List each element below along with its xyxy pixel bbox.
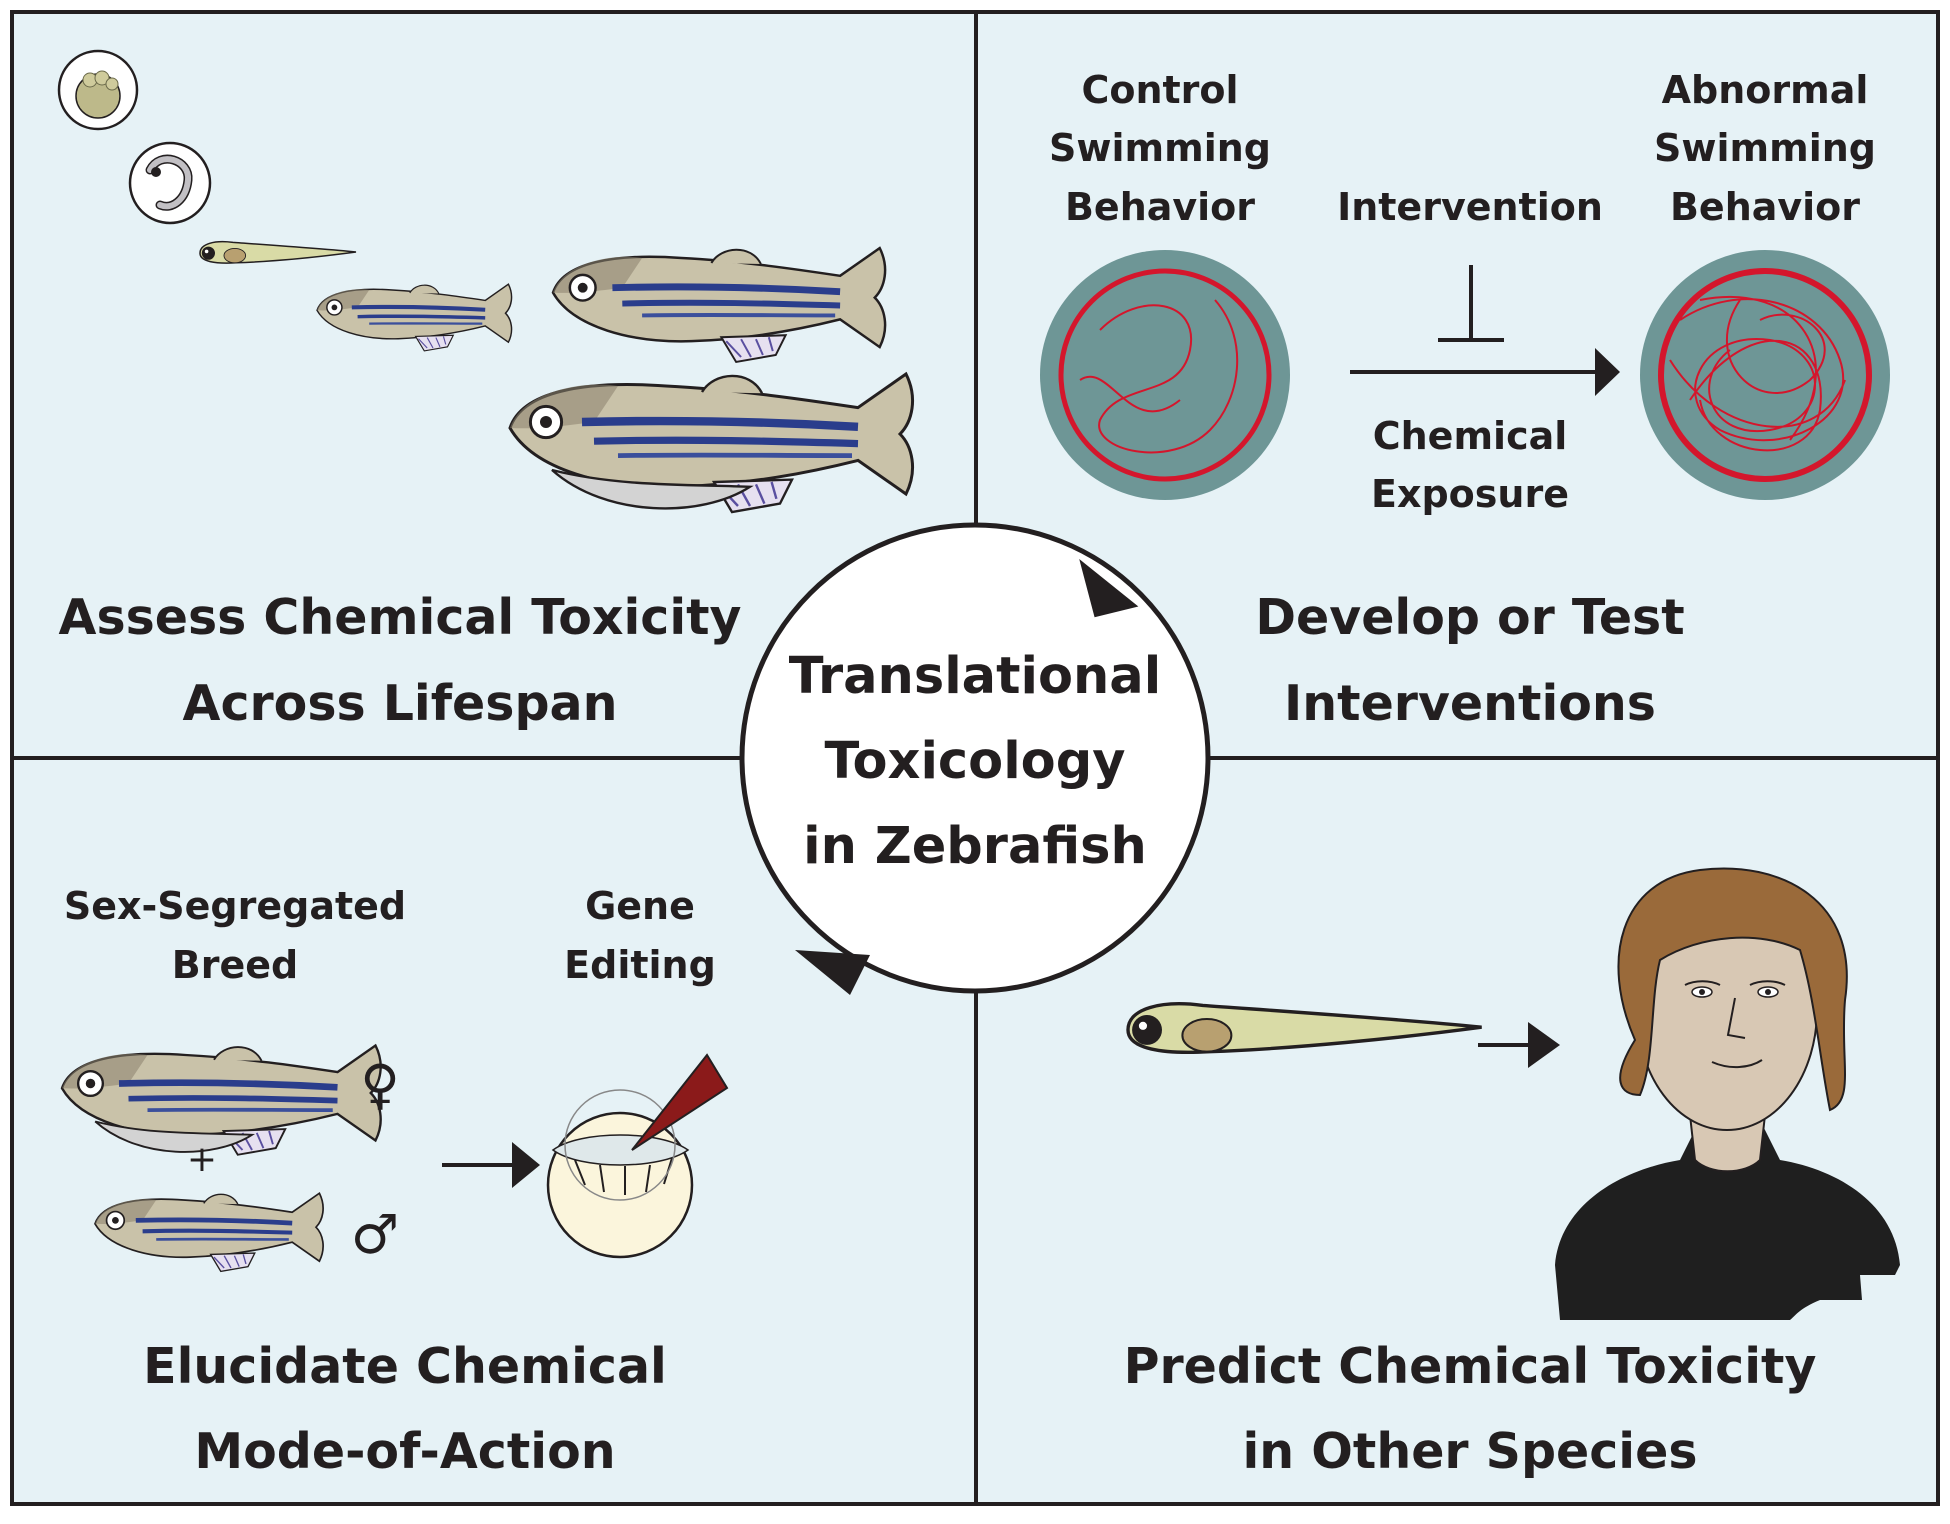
control-dish [1040,250,1290,500]
center-title-line1: Translational [788,647,1162,706]
embryo-illustration [128,141,212,225]
injected-embryo [546,1089,694,1259]
breed-arrowhead [512,1142,540,1188]
exposure-arrowhead [1595,348,1620,396]
top-right-title-line2: Interventions [1284,675,1656,732]
top-left-title-line1: Assess Chemical Toxicity [58,589,742,646]
breed-label-line2: Breed [171,943,299,987]
adult-fish-female [510,374,913,512]
gene-label-line1: Gene [585,884,695,928]
species-arrowhead [1528,1022,1560,1068]
intervention-label: Intervention [1337,185,1603,229]
abnormal-dish [1640,250,1890,500]
abnormal-label-line1: Abnormal [1661,68,1869,112]
control-label-line2: Swimming [1049,126,1271,170]
center-cycle-circle [739,522,1211,994]
bottom-left-title-line2: Mode-of-Action [194,1423,616,1480]
plus-sign: + [186,1139,218,1180]
abnormal-label-line3: Behavior [1669,185,1861,229]
center-title-line2: Toxicology [824,732,1126,791]
egg-illustration [57,49,139,131]
center-title-line3: in Zebrafish [803,817,1147,876]
exposure-label-line2: Exposure [1371,472,1569,516]
gene-label-line2: Editing [564,943,716,987]
bottom-right-title-line2: in Other Species [1242,1423,1698,1480]
female-fish [62,1046,381,1155]
control-label-line3: Behavior [1064,185,1256,229]
cycle-arrowhead-bottom [795,950,870,995]
top-right-title-line1: Develop or Test [1255,589,1685,646]
cycle-arrowhead-top [1079,559,1139,618]
exposure-label-line1: Chemical [1372,414,1568,458]
male-symbol: ♂ [350,1203,400,1266]
top-left-title-line2: Across Lifespan [182,675,618,732]
female-symbol: ♀ [360,1053,400,1116]
bottom-left-title-line1: Elucidate Chemical [143,1338,667,1395]
bottom-right-title-line1: Predict Chemical Toxicity [1123,1338,1817,1395]
control-label-line1: Control [1081,68,1239,112]
injection-needle [631,1053,729,1151]
human-portrait [1555,867,1900,1320]
breed-label-line1: Sex-Segregated [63,884,407,928]
abnormal-label-line2: Swimming [1654,126,1876,170]
